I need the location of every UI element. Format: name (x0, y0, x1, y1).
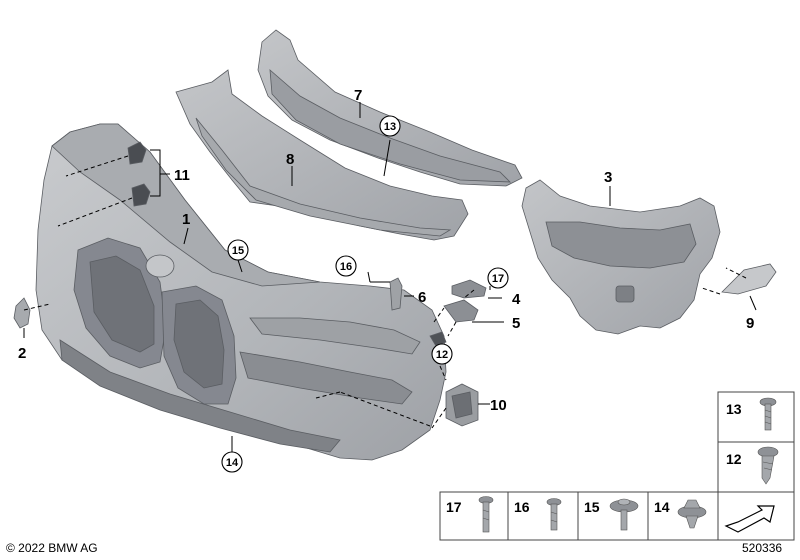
hardware-box-12: 12 (717, 441, 795, 493)
bracket-part-12 (429, 331, 447, 347)
upper-bracket-part (257, 29, 523, 187)
circled-label-14: 14 (221, 451, 243, 473)
label-9: 9 (746, 315, 754, 332)
label-3: 3 (604, 169, 612, 186)
label-5: 5 (512, 315, 520, 332)
hardware-box-14: 14 (647, 491, 719, 541)
label-11: 11 (174, 167, 190, 184)
hardware-box-16: 16 (507, 491, 579, 541)
circled-label-16: 16 (335, 255, 357, 277)
svg-text:13: 13 (384, 121, 396, 133)
dashed-lines (23, 155, 747, 429)
label-10: 10 (490, 397, 507, 414)
sensor-brackets-part (127, 141, 151, 207)
leader-lines (23, 102, 757, 452)
grille-carrier-part (521, 179, 721, 335)
support-carrier-part (175, 69, 469, 241)
screw-15-icon (609, 498, 639, 531)
svg-text:17: 17 (492, 273, 504, 285)
circled-label-17: 17 (487, 267, 509, 289)
circled-label-15: 15 (227, 239, 249, 261)
cover-part-9 (721, 263, 777, 295)
tow-hook-cover-part (13, 297, 31, 329)
circled-label-13: 13 (379, 115, 401, 137)
svg-text:16: 16 (514, 499, 530, 515)
arrow-box (717, 491, 795, 541)
diagram-number: 520336 (742, 541, 783, 555)
clip-14-icon (677, 499, 707, 529)
bracket-part-4 (451, 279, 487, 299)
screw-17-icon (478, 496, 494, 533)
screw-16-icon (546, 498, 562, 531)
label-4: 4 (512, 291, 521, 308)
screw-13-icon (759, 397, 777, 431)
svg-text:14: 14 (226, 457, 239, 469)
svg-text:17: 17 (446, 499, 462, 515)
label-8: 8 (286, 151, 294, 168)
svg-text:16: 16 (340, 261, 352, 273)
screw-12-icon (757, 446, 779, 485)
svg-text:12: 12 (436, 349, 448, 361)
circled-label-12: 12 (431, 343, 453, 365)
label-2: 2 (18, 345, 26, 362)
hardware-box-17: 17 (439, 491, 509, 541)
label-1: 1 (182, 211, 190, 228)
bracket-part-6 (389, 277, 403, 311)
svg-text:14: 14 (654, 499, 670, 515)
svg-text:12: 12 (726, 451, 742, 467)
bumper-trim-panel-part (35, 123, 447, 461)
label-6: 6 (418, 289, 426, 306)
label-7: 7 (354, 87, 362, 104)
copyright-text: © 2022 BMW AG (6, 541, 98, 555)
hardware-box-13: 13 (717, 391, 795, 443)
bracket-part-5 (443, 299, 479, 323)
sensor-part-10 (445, 383, 479, 427)
svg-text:15: 15 (232, 245, 244, 257)
svg-text:15: 15 (584, 499, 600, 515)
hardware-box-15: 15 (577, 491, 649, 541)
svg-text:13: 13 (726, 401, 742, 417)
direction-arrow-icon (724, 505, 775, 533)
